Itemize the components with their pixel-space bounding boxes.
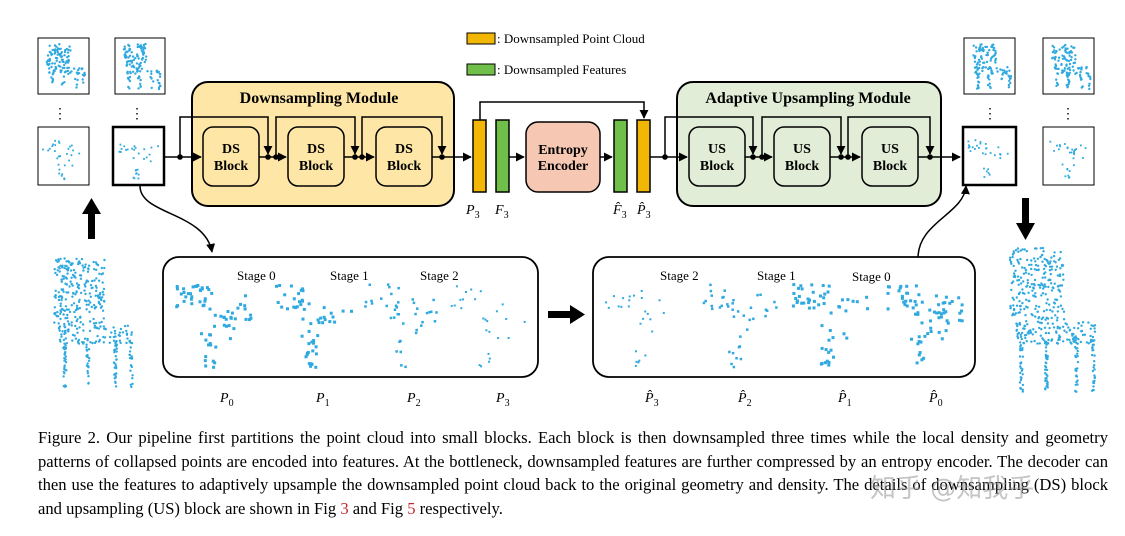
ds-block-1-line2: Block — [214, 159, 248, 174]
thumb-block-points-4 — [1049, 140, 1087, 179]
input-chair-point-cloud — [53, 257, 134, 389]
downsampling-module-title: Downsampling Module — [240, 90, 399, 107]
pipeline-figure: : Downsampled Point Cloud : Downsampled … — [37, 31, 1097, 409]
legend-point-cloud-label: : Downsampled Point Cloud — [497, 31, 645, 46]
p0-hat-label: P̂0 — [928, 390, 943, 409]
down-arrow — [1016, 198, 1035, 240]
thumb-chair-points-3 — [972, 43, 1013, 90]
p1-label: P1 — [315, 391, 330, 409]
f3-hat-bar — [613, 119, 628, 193]
p2-label: P2 — [406, 391, 421, 409]
encoder-stage-0-label: Stage 0 — [237, 268, 276, 283]
thumb-chair-points-4 — [1051, 43, 1092, 91]
ds-block-2: DS Block — [287, 126, 345, 187]
us-block-2-line1: US — [793, 142, 811, 157]
ds-block-2-line1: DS — [307, 142, 325, 157]
p3-hat-stage-label: P̂3 — [644, 390, 659, 409]
figure-caption: Figure 2. Our pipeline first partitions … — [38, 426, 1108, 520]
p3-label: P3 — [465, 203, 480, 221]
downsampling-junction-dots — [177, 154, 445, 160]
caption-text-2: and Fig — [348, 498, 408, 518]
encoder-stage-2-label: Stage 2 — [420, 268, 459, 283]
caption-fig3-ref[interactable]: 3 — [340, 498, 349, 518]
bottleneck-arrows — [479, 101, 688, 162]
stage-transition-arrow — [548, 305, 585, 324]
us-block-2: US Block — [773, 126, 831, 187]
stage-p3-points — [450, 285, 526, 368]
p3-bar — [472, 119, 487, 193]
thumb-block-selected — [111, 125, 166, 187]
ds-block-3-line1: DS — [395, 142, 413, 157]
decoder-stage-point-clouds — [605, 283, 964, 369]
stage-p1-hat-points — [791, 283, 869, 367]
thumbnail-point-clouds — [42, 42, 1092, 181]
ds-block-2-line2: Block — [299, 159, 333, 174]
ds-block-1: DS Block — [202, 126, 260, 187]
stage-p0-points — [175, 284, 253, 369]
f3-label: F3 — [494, 203, 509, 221]
p3-hat-label: P̂3 — [636, 202, 651, 221]
thumb-block-1 — [37, 126, 90, 186]
p2-hat-label: P̂2 — [737, 390, 752, 409]
thumb-chair-points-2 — [122, 42, 162, 91]
thumb-recon-chair-1 — [963, 37, 1016, 95]
us-block-3-line1: US — [881, 142, 899, 157]
thumb-block-points-1 — [42, 139, 81, 181]
f3-bar — [495, 119, 510, 193]
decoder-stages-panel — [592, 256, 976, 378]
stage-p3-hat-points — [605, 290, 665, 367]
p3-stage-label: P3 — [495, 391, 510, 409]
p1-hat-label: P̂1 — [837, 390, 852, 409]
ellipsis-right-1: ⋮ — [983, 107, 997, 122]
caption-text-3: respectively. — [415, 498, 503, 518]
right-thumbnails: ⋮ ⋮ — [961, 37, 1095, 187]
ds-block-1-line1: DS — [222, 142, 240, 157]
encoder-stage-1-label: Stage 1 — [330, 268, 369, 283]
stage-p2-hat-points — [702, 283, 778, 369]
watermark: 知乎 @知我乎 — [870, 474, 1035, 504]
thumb-block-points-2 — [118, 143, 159, 180]
us-block-1: US Block — [688, 126, 746, 187]
us-block-3-line2: Block — [873, 159, 907, 174]
ds-block-3: DS Block — [375, 126, 433, 187]
upsampling-junction-dots — [662, 154, 933, 160]
encoder-stages-panel — [162, 256, 539, 378]
decoder-connector-curve — [917, 185, 970, 259]
decoder-stage-0-label: Stage 0 — [852, 269, 891, 284]
legend-features-label: : Downsampled Features — [497, 62, 626, 77]
us-block-1-line1: US — [708, 142, 726, 157]
stage-p2-points — [364, 283, 438, 369]
stage-p0-hat-points — [886, 284, 964, 365]
thumb-chair-points-1 — [45, 43, 87, 89]
upsampling-flow-lines — [664, 116, 961, 162]
thumb-full-chair-1 — [37, 37, 90, 95]
legend-features-swatch — [466, 63, 496, 76]
us-block-3: US Block — [861, 126, 919, 187]
entropy-encoder-line1: Entropy — [538, 143, 588, 158]
upsampling-module-title: Adaptive Upsampling Module — [705, 90, 910, 107]
legend-point-cloud-swatch — [466, 32, 496, 45]
f3-hat-label: F̂3 — [612, 202, 627, 221]
ds-block-3-line2: Block — [387, 159, 421, 174]
entropy-encoder-line2: Encoder — [538, 159, 589, 174]
ellipsis-left-2: ⋮ — [130, 107, 144, 122]
p3-hat-bar — [636, 119, 651, 193]
decoder-stage-2-label: Stage 2 — [660, 268, 699, 283]
decoder-stage-1-label: Stage 1 — [757, 268, 796, 283]
stage-p1-points — [275, 284, 353, 369]
thumb-block-points-3 — [967, 139, 1009, 178]
ellipsis-right-2: ⋮ — [1061, 107, 1075, 122]
caption-fig5-ref[interactable]: 5 — [407, 498, 416, 518]
us-block-1-line2: Block — [700, 159, 734, 174]
us-block-2-line2: Block — [785, 159, 819, 174]
ellipsis-left-1: ⋮ — [53, 107, 67, 122]
encoder-connector-curve — [139, 185, 216, 253]
caption-text-1: Figure 2. Our pipeline first partitions … — [38, 428, 1108, 518]
output-chair-point-cloud — [1008, 246, 1097, 393]
p0-label: P0 — [219, 391, 234, 409]
encoder-stage-point-clouds — [175, 283, 526, 369]
thumb-recon-block-selected — [961, 125, 1018, 187]
up-arrow — [82, 198, 101, 239]
